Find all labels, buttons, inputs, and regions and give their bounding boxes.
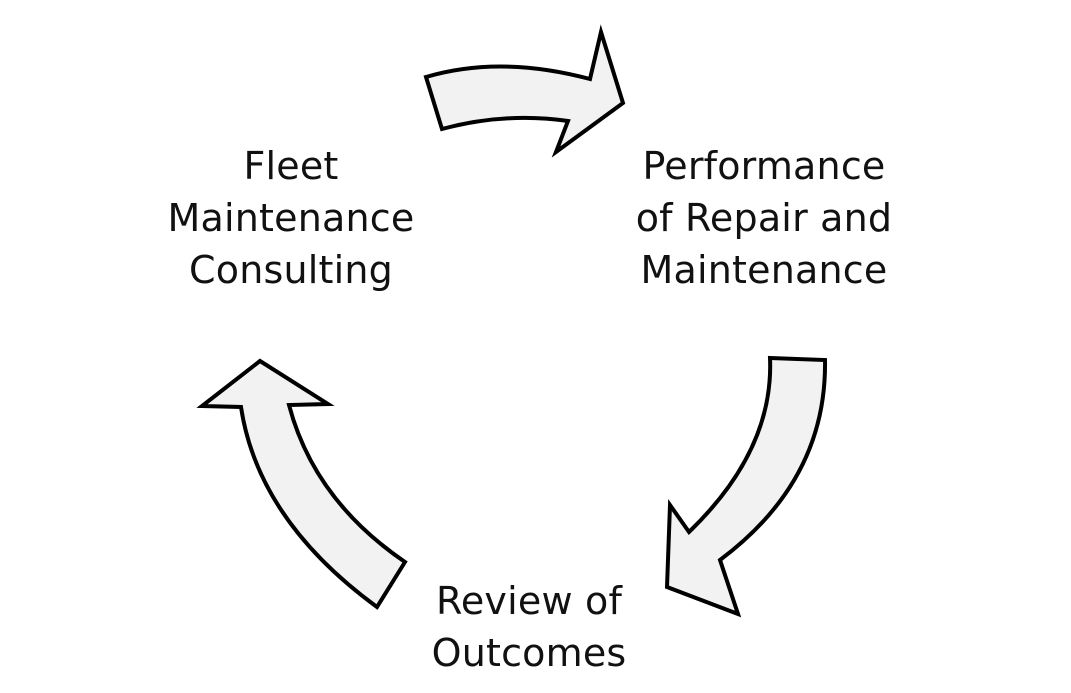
node-label-line: Review of xyxy=(435,579,623,623)
node-label-line: Performance xyxy=(642,144,886,188)
curved-arrow-down-icon xyxy=(664,355,828,618)
node-fleet-maintenance-consulting: Fleet Maintenance Consulting xyxy=(131,140,451,296)
node-label-line: Outcomes xyxy=(431,631,627,675)
curved-arrow-right-icon xyxy=(423,24,626,158)
node-performance-repair-maintenance: Performance of Repair and Maintenance xyxy=(604,140,924,296)
node-label-line: Fleet xyxy=(243,144,339,188)
node-label-line: of Repair and xyxy=(635,196,893,240)
node-label-line: Maintenance xyxy=(640,248,888,292)
curved-arrow-up-icon xyxy=(196,358,408,610)
node-label-line: Consulting xyxy=(189,248,393,292)
node-review-of-outcomes: Review of Outcomes xyxy=(369,575,689,679)
node-label-line: Maintenance xyxy=(167,196,415,240)
